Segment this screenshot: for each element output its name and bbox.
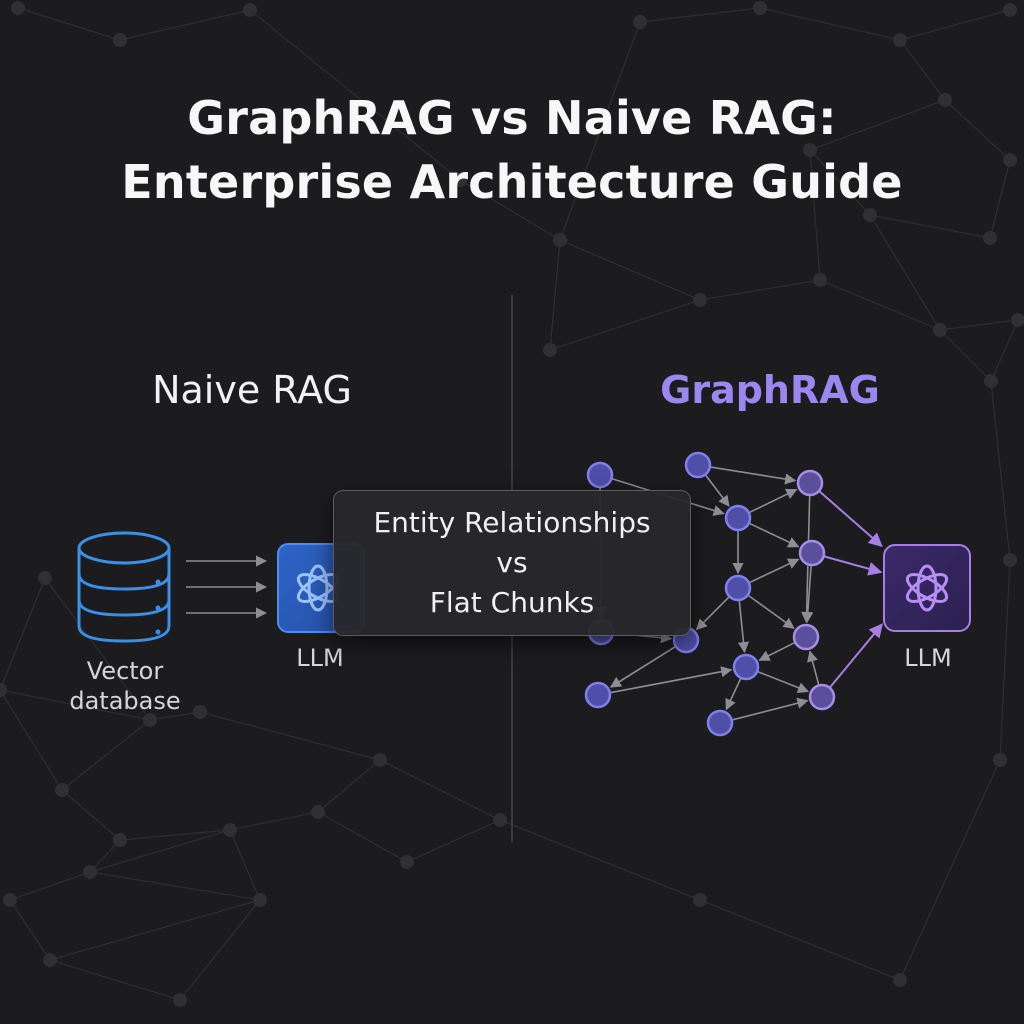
graph-node bbox=[586, 461, 614, 489]
retrieval-arrows bbox=[186, 555, 268, 619]
vector-caption-line-2: database bbox=[69, 687, 181, 715]
callout-line-1: Entity Relationships bbox=[373, 506, 651, 539]
graph-node bbox=[792, 623, 820, 651]
graphrag-heading: GraphRAG bbox=[660, 368, 880, 412]
llm-left-caption: LLM bbox=[296, 644, 344, 672]
graph-node bbox=[724, 574, 752, 602]
callout-line-3: Flat Chunks bbox=[429, 586, 595, 619]
page-title: GraphRAG vs Naive RAG: Enterprise Archit… bbox=[0, 86, 1024, 214]
llm-right-caption: LLM bbox=[904, 644, 952, 672]
naive-rag-heading: Naive RAG bbox=[152, 368, 352, 412]
graph-node bbox=[584, 681, 612, 709]
vector-caption-line-1: Vector bbox=[86, 657, 164, 685]
comparison-callout: Entity Relationships vs Flat Chunks bbox=[333, 490, 691, 636]
callout-line-2: vs bbox=[496, 546, 528, 579]
background-network-lines bbox=[0, 7, 1019, 1001]
title-line-2: Enterprise Architecture Guide bbox=[121, 155, 903, 209]
database-icon bbox=[77, 531, 171, 643]
vector-database-caption: Vector database bbox=[40, 656, 210, 716]
graph-node bbox=[798, 539, 826, 567]
title-line-1: GraphRAG vs Naive RAG: bbox=[187, 91, 837, 145]
graph-node bbox=[808, 683, 836, 711]
graph-node bbox=[732, 653, 760, 681]
graph-node bbox=[724, 504, 752, 532]
graph-node bbox=[796, 469, 824, 497]
llm-right-icon bbox=[883, 544, 971, 632]
graph-node bbox=[706, 709, 734, 737]
graph-node bbox=[684, 451, 712, 479]
knowledge-graph-edges bbox=[595, 466, 883, 721]
